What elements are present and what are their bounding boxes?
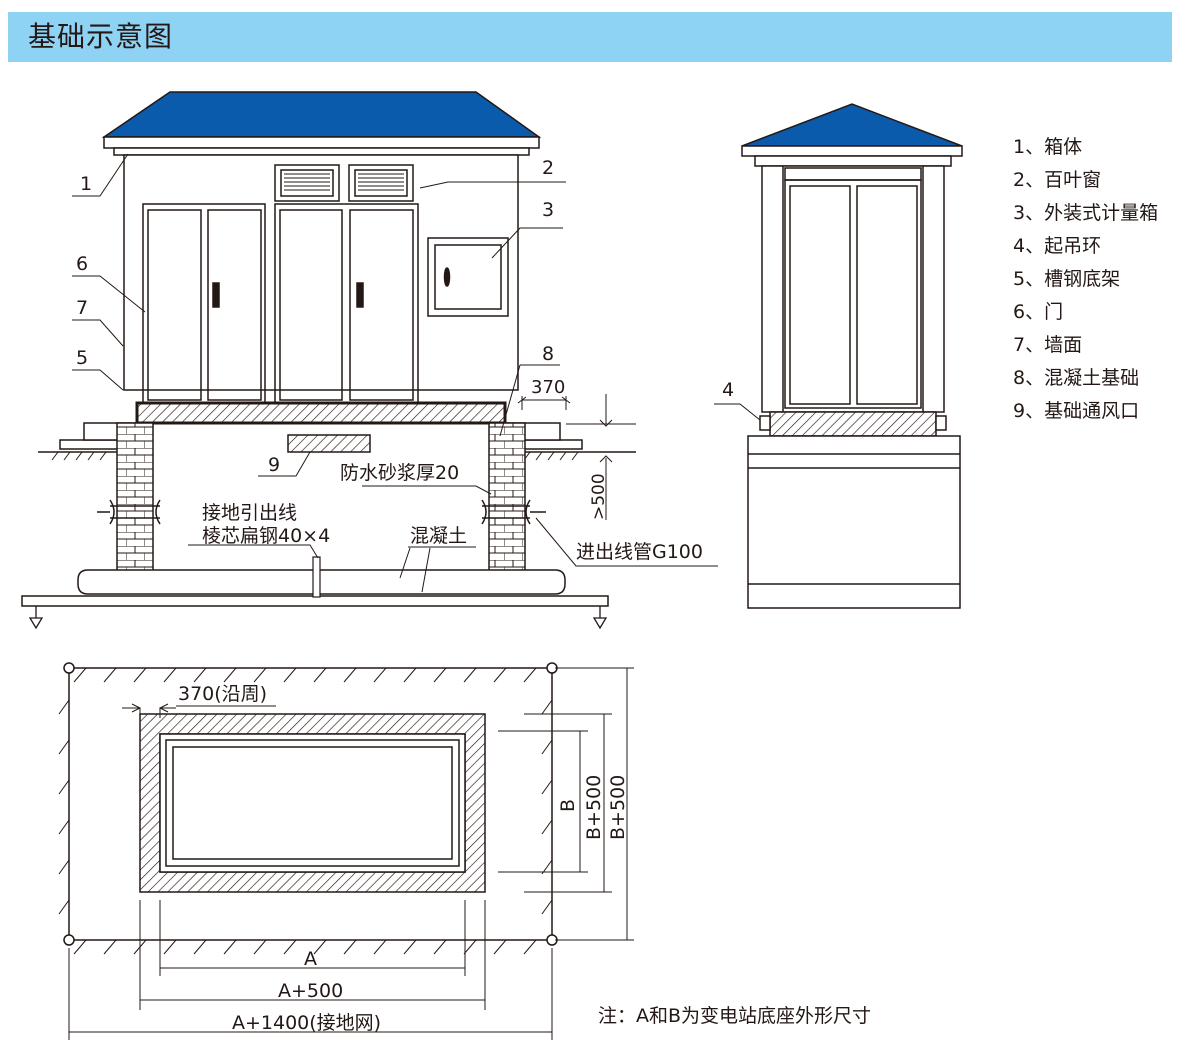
side-door (784, 179, 922, 409)
dim-370-perimeter: 370(沿周) (178, 683, 267, 705)
callout-7: 7 (76, 297, 88, 319)
callout-5: 5 (76, 347, 88, 369)
concrete-label: 混凝土 (410, 525, 467, 547)
plan-view (58, 662, 634, 1040)
callout-6: 6 (76, 253, 88, 275)
side-body (761, 165, 945, 413)
title-bar: 基础示意图 (8, 12, 1172, 62)
side-channel-base (769, 411, 937, 437)
legend-item-2: 2、百叶窗 (1013, 169, 1102, 191)
dim-a-plus-500: A+500 (278, 980, 343, 1002)
legend-item-8: 8、混凝土基础 (1013, 367, 1140, 389)
side-elevation (714, 103, 963, 609)
legend-item-4: 4、起吊环 (1013, 235, 1102, 257)
brick-pier-right (488, 422, 526, 572)
lifting-ring-left (759, 415, 771, 431)
grounding-line-label: 接地引出线 (202, 502, 297, 524)
front-eave (103, 136, 540, 149)
callout-2: 2 (542, 157, 554, 179)
legend-item-5: 5、槽钢底架 (1013, 268, 1121, 290)
channel-steel-base (135, 401, 507, 425)
page-title: 基础示意图 (28, 20, 174, 53)
meter-box (427, 237, 509, 317)
callout-3: 3 (542, 199, 554, 221)
legend-item-7: 7、墙面 (1013, 334, 1083, 356)
waterproof-label: 防水砂浆厚20 (340, 462, 459, 484)
legend-item-9: 9、基础通风口 (1013, 400, 1140, 422)
front-elevation (21, 91, 718, 630)
legend-item-1: 1、箱体 (1013, 136, 1083, 158)
legend: 1、箱体 2、百叶窗 3、外装式计量箱 4、起吊环 5、槽钢底架 6、门 7、墙… (1013, 131, 1178, 428)
side-foundation (747, 435, 961, 609)
callout-1: 1 (80, 173, 92, 195)
legend-item-6: 6、门 (1013, 301, 1064, 323)
front-roof (101, 91, 542, 138)
callout-9: 9 (268, 454, 280, 476)
dim-b-plus-500-inner: B+500 (583, 775, 605, 840)
dim-b: B (557, 799, 579, 812)
ventilation-opening (287, 434, 371, 453)
callout-8: 8 (542, 343, 554, 365)
dim-a: A (304, 948, 317, 970)
dim-b-plus-500-outer: B+500 (607, 775, 629, 840)
dim-370: 370 (531, 377, 565, 398)
brick-pier-left (116, 422, 154, 572)
footnote: 注：A和B为变电站底座外形尺寸 (598, 1005, 871, 1027)
dim-a-plus-1400: A+1400(接地网) (232, 1012, 381, 1034)
legend-item-3: 3、外装式计量箱 (1013, 202, 1159, 224)
grounding-net-outline (68, 667, 553, 941)
callout-4: 4 (722, 379, 734, 401)
cable-pipe-label: 进出线管G100 (576, 541, 703, 563)
flat-steel-label: 棱芯扁钢40×4 (202, 525, 330, 547)
box-footprint (172, 746, 453, 860)
louvre-window-left (274, 164, 340, 202)
dim-gt500: >500 (589, 473, 609, 520)
box-body (123, 154, 519, 391)
lifting-ring-right (935, 415, 947, 431)
side-roof (741, 103, 963, 147)
louvre-window-right (348, 164, 414, 202)
concrete-footing (77, 569, 566, 595)
